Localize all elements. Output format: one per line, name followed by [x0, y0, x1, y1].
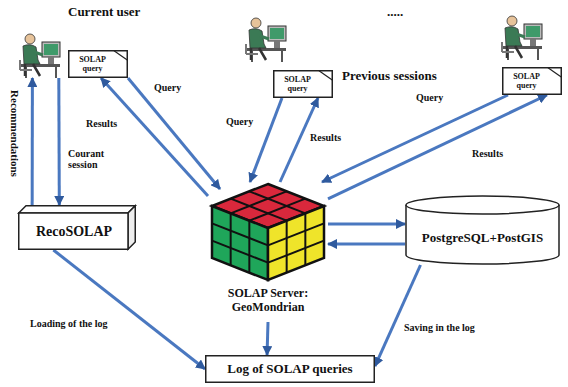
edge-label: Results: [84, 118, 119, 129]
connector-arrow: [328, 222, 405, 225]
database-cylinder: PostgreSQL+PostGIS: [405, 195, 560, 265]
connector-arrow: [101, 78, 208, 196]
solap-server-cube: SOLAP Server: GeoMondrian: [208, 182, 328, 322]
log-box: Log of SOLAP queries: [205, 355, 375, 383]
current-user-outline: [18, 30, 66, 78]
node-title: SOLAP Server: GeoMondrian: [208, 286, 328, 314]
query-box: SOLAP query: [273, 70, 333, 98]
node-title: SOLAP query: [276, 75, 319, 93]
edge-label: Loading of the log: [28, 318, 110, 329]
connector-arrow: [266, 322, 270, 355]
node-title: PostgreSQL+PostGIS: [422, 230, 543, 246]
connector-arrow: [375, 265, 421, 366]
edge-label: Query: [224, 116, 255, 127]
connector-arrow: [57, 78, 61, 205]
edge-label: Query: [414, 92, 445, 103]
free-label: Previous sessions: [340, 68, 439, 83]
edge-label: Courant session: [66, 148, 125, 170]
reco-box: RecoSOLAP: [18, 205, 136, 250]
connector-arrow: [53, 250, 205, 369]
edge-label: Saving in the log: [402, 322, 477, 333]
edge-label: Results: [308, 132, 343, 143]
edge-label: Results: [470, 148, 505, 159]
node-title: SOLAP query: [505, 72, 548, 90]
connector-arrow: [250, 98, 282, 182]
connector-arrow: [322, 95, 508, 182]
query-box: SOLAP query: [502, 67, 562, 95]
query-box: SOLAP query: [68, 50, 128, 78]
current-user: Current user: [18, 30, 66, 78]
node-title: Current user: [68, 4, 116, 20]
connector-arrow: [328, 95, 547, 199]
connector-arrow: [128, 78, 220, 189]
node-title: Log of SOLAP queries: [227, 361, 352, 377]
edge-label: Query: [152, 82, 183, 93]
node-title: SOLAP query: [71, 55, 114, 73]
free-label: .....: [385, 4, 405, 19]
edge-label: Recommendations: [9, 80, 20, 188]
connector-arrow: [328, 243, 405, 246]
node-title: RecoSOLAP: [36, 224, 112, 240]
connector-arrow: [31, 78, 34, 205]
